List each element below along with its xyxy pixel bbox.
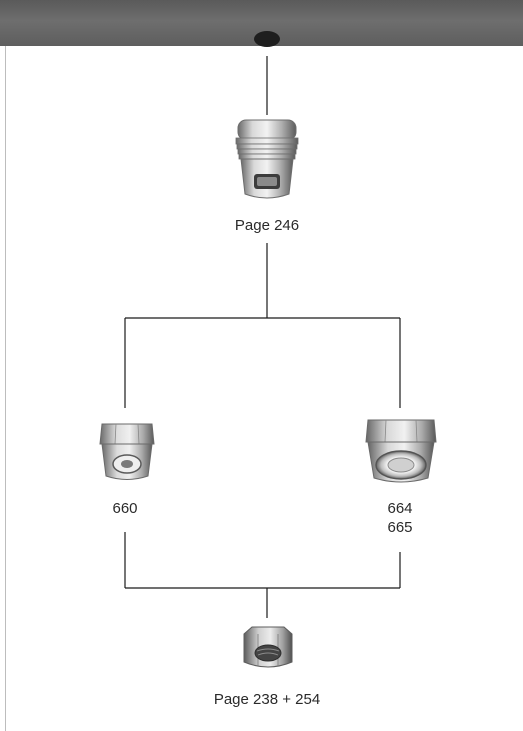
small-nozzle-icon: [99, 423, 155, 480]
right-part-label: 664 665: [387, 500, 413, 536]
top-part-label: Page 246: [234, 217, 300, 234]
page-margin-line: [5, 46, 6, 731]
bottom-part-label: Page 238 + 254: [213, 691, 321, 708]
left-part-label: 660: [112, 500, 138, 517]
nozzle-with-ring-icon: [365, 419, 437, 483]
threaded-nozzle-icon: [235, 119, 299, 199]
hex-nut-icon: [243, 626, 293, 668]
pipe-outlet-icon: [254, 31, 280, 47]
